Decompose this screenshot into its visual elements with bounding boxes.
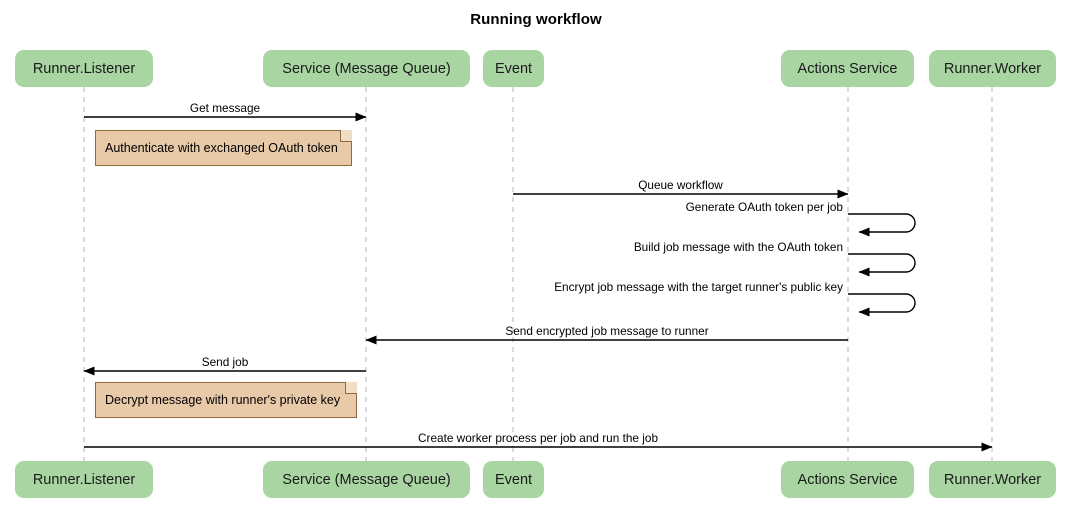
participant-label: Actions Service xyxy=(797,60,898,77)
participant-worker-top[interactable]: Runner.Worker xyxy=(929,50,1056,87)
note-n1: Authenticate with exchanged OAuth token xyxy=(95,130,352,166)
message-label-m1: Get message xyxy=(189,101,261,115)
self-message-path-m3 xyxy=(848,213,916,237)
note-n2: Decrypt message with runner's private ke… xyxy=(95,382,357,418)
page-title: Running workflow xyxy=(470,11,602,28)
note-fold-corner-icon xyxy=(340,130,352,142)
participant-label: Event xyxy=(494,60,533,77)
participant-label: Service (Message Queue) xyxy=(282,471,451,488)
participant-label: Actions Service xyxy=(797,471,898,488)
participant-actions-bottom[interactable]: Actions Service xyxy=(781,461,914,498)
self-message-path-m4 xyxy=(848,253,916,277)
self-message-path-m5 xyxy=(848,293,916,317)
participant-event-bottom[interactable]: Event xyxy=(483,461,544,498)
message-label-m4: Build job message with the OAuth token xyxy=(633,240,843,254)
message-label-m3: Generate OAuth token per job xyxy=(685,200,843,214)
participant-actions-top[interactable]: Actions Service xyxy=(781,50,914,87)
participant-label: Event xyxy=(494,471,533,488)
participant-worker-bottom[interactable]: Runner.Worker xyxy=(929,461,1056,498)
message-label-m7: Send job xyxy=(201,355,249,369)
note-text: Decrypt message with runner's private ke… xyxy=(105,393,341,407)
message-label-m6: Send encrypted job message to runner xyxy=(505,324,709,338)
note-text: Authenticate with exchanged OAuth token xyxy=(105,141,338,155)
participant-label: Runner.Worker xyxy=(943,471,1042,488)
message-label-m5: Encrypt job message with the target runn… xyxy=(554,280,843,294)
lifelines-group xyxy=(83,87,993,461)
participant-label: Runner.Worker xyxy=(943,60,1042,77)
message-arrows-group xyxy=(83,112,993,452)
note-fold-corner-icon xyxy=(345,382,357,394)
participant-listener-top[interactable]: Runner.Listener xyxy=(15,50,153,87)
participant-event-top[interactable]: Event xyxy=(483,50,544,87)
participant-service-top[interactable]: Service (Message Queue) xyxy=(263,50,470,87)
participant-listener-bottom[interactable]: Runner.Listener xyxy=(15,461,153,498)
message-label-m2: Queue workflow xyxy=(638,178,723,192)
message-label-m8: Create worker process per job and run th… xyxy=(418,431,658,445)
participant-label: Service (Message Queue) xyxy=(282,60,451,77)
participant-service-bottom[interactable]: Service (Message Queue) xyxy=(263,461,470,498)
participant-label: Runner.Listener xyxy=(32,60,136,77)
participant-label: Runner.Listener xyxy=(32,471,136,488)
